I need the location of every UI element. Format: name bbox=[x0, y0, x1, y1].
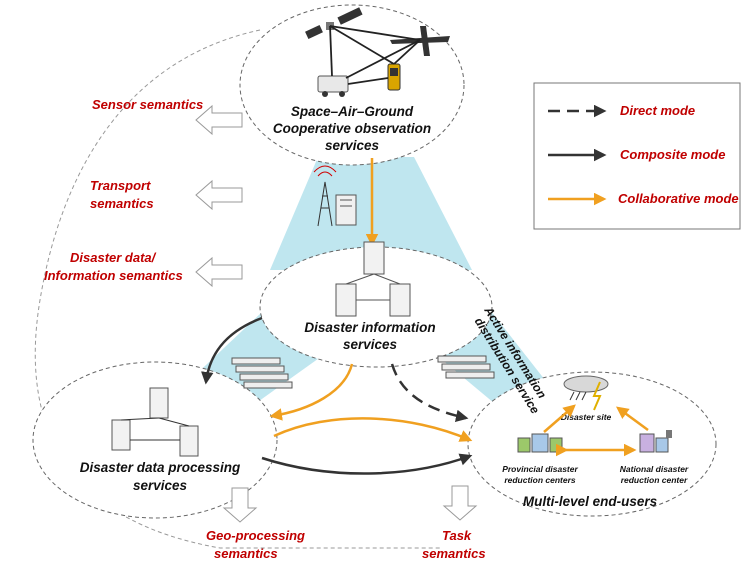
switch-stack-right-icon bbox=[437, 355, 495, 379]
transport-semantics-line-1: Transport bbox=[90, 178, 151, 193]
arrow-info-to-processing bbox=[201, 316, 263, 385]
legend-composite-label: Composite mode bbox=[620, 147, 725, 162]
info-semantics-line-2: Information semantics bbox=[44, 268, 183, 283]
server-cluster-icon bbox=[335, 241, 411, 317]
national-center-icon bbox=[639, 430, 672, 453]
processing-cluster-icon bbox=[111, 387, 199, 457]
arrow-provincial-site bbox=[543, 404, 576, 433]
observation-title-2: Cooperative observation bbox=[273, 121, 431, 136]
network-links bbox=[329, 25, 421, 85]
geo-processing-semantic-arrow bbox=[222, 487, 258, 523]
info-semantics-line-1: Disaster data/ bbox=[70, 250, 157, 265]
legend: Direct mode Composite mode Collaborative… bbox=[533, 82, 741, 230]
arrow-info-to-users-direct bbox=[390, 363, 469, 422]
national-label-1: National disaster bbox=[620, 464, 689, 474]
observation-title-1: Space–Air–Ground bbox=[291, 104, 414, 119]
national-label-2: reduction center bbox=[621, 475, 688, 485]
geo-processing-line-2: semantics bbox=[214, 546, 278, 561]
antenna-tower-icon bbox=[313, 165, 337, 227]
task-semantics-line-1: Task bbox=[442, 528, 472, 543]
transport-semantics-line-2: semantics bbox=[90, 196, 154, 211]
geo-processing-line-1: Geo-processing bbox=[206, 528, 305, 543]
end-users-title: Multi-level end-users bbox=[523, 494, 658, 509]
task-semantic-arrow bbox=[442, 485, 478, 521]
arrow-info-to-processing-collab bbox=[269, 363, 354, 421]
disaster-site-label: Disaster site bbox=[561, 412, 612, 422]
processing-title-2: services bbox=[133, 478, 188, 493]
server-rack-icon bbox=[335, 194, 357, 226]
provincial-center-icon bbox=[517, 433, 563, 453]
legend-direct-label: Direct mode bbox=[620, 103, 695, 118]
legend-collaborative-label: Collaborative mode bbox=[618, 191, 739, 206]
info-semantic-arrow bbox=[195, 256, 243, 288]
observation-node bbox=[239, 4, 465, 166]
arrow-national-site bbox=[615, 406, 649, 432]
provincial-label-2: reduction centers bbox=[504, 475, 576, 485]
provincial-label-1: Provincial disaster bbox=[502, 464, 578, 474]
arrow-processing-to-users-collab bbox=[273, 417, 473, 442]
sensor-semantic-arrow bbox=[195, 104, 243, 136]
disaster-site-icon bbox=[563, 375, 609, 411]
processing-title-1: Disaster data processing bbox=[80, 460, 241, 475]
information-title-2: services bbox=[343, 337, 398, 352]
switch-stack-left-icon bbox=[231, 357, 293, 389]
semantic-loop bbox=[34, 29, 440, 549]
arrow-processing-to-users-composite bbox=[261, 453, 473, 475]
semantic-arrows bbox=[195, 104, 478, 523]
information-title-1: Disaster information bbox=[304, 320, 435, 335]
observation-title-3: services bbox=[325, 138, 380, 153]
gps-device-icon bbox=[387, 63, 401, 91]
sensor-semantics-label: Sensor semantics bbox=[92, 97, 203, 112]
task-semantics-line-2: semantics bbox=[422, 546, 486, 561]
transport-semantic-arrow bbox=[195, 179, 243, 211]
information-node bbox=[259, 246, 493, 368]
